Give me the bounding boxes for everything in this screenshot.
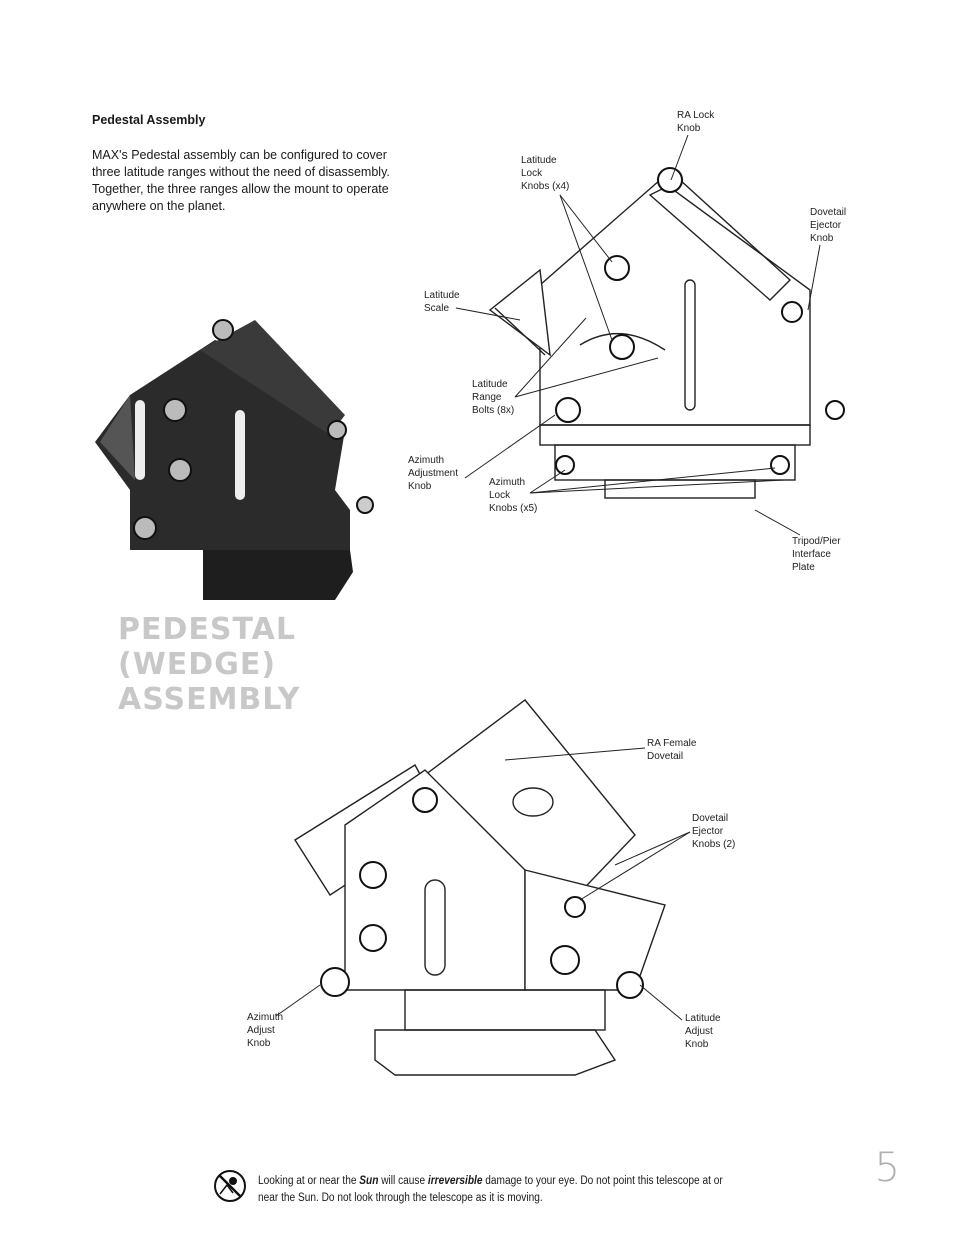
callout-dovetail-ejector-knobs: Dovetail Ejector Knobs (2) — [692, 813, 736, 850]
warning-sun: Sun — [359, 1175, 379, 1187]
callout-azimuth-adjustment-knob: Azimuth Adjustment Knob — [408, 455, 459, 492]
callout-azimuth-adjust-knob: Azimuth Adjust Knob — [247, 1012, 284, 1049]
callout-dovetail-ejector-knob: Dovetail Ejector Knob — [810, 207, 847, 244]
warning-part3: damage to your eye. Do not point this te… — [258, 1175, 723, 1204]
bottom-diagram — [294, 699, 666, 1076]
intro-paragraph: MAX's Pedestal assembly can be configure… — [92, 148, 390, 213]
warning-irreversible: irreversible — [427, 1175, 483, 1187]
section-heading: Pedestal Assembly — [92, 113, 206, 127]
no-sun-icon — [214, 1170, 246, 1202]
callout-azimuth-lock-knobs: Azimuth Lock Knobs (x5) — [489, 477, 538, 514]
callout-latitude-lock-knobs: Latitude Lock Knobs (x4) — [521, 155, 570, 192]
callout-latitude-scale: Latitude Scale — [424, 290, 460, 314]
pedestal-photo — [95, 319, 374, 600]
callout-ra-lock-knob: RA Lock Knob — [677, 110, 715, 134]
callout-ra-female-dovetail: RA Female Dovetail — [647, 738, 697, 762]
callout-latitude-adjust-knob: Latitude Adjust Knob — [685, 1013, 721, 1050]
page-title: PEDESTAL (WEDGE) ASSEMBLY — [118, 612, 301, 717]
callout-tripod-pier-plate: Tripod/Pier Interface Plate — [792, 536, 841, 573]
warning-part2: will cause — [378, 1175, 428, 1187]
callout-latitude-range-bolts: Latitude Range Bolts (8x) — [472, 379, 515, 416]
page-number: 5 — [874, 1145, 900, 1191]
top-diagram — [488, 167, 845, 499]
warning-part1: Looking at or near the — [258, 1175, 360, 1187]
warning-text: Looking at or near the Sun will cause ir… — [258, 1173, 733, 1207]
